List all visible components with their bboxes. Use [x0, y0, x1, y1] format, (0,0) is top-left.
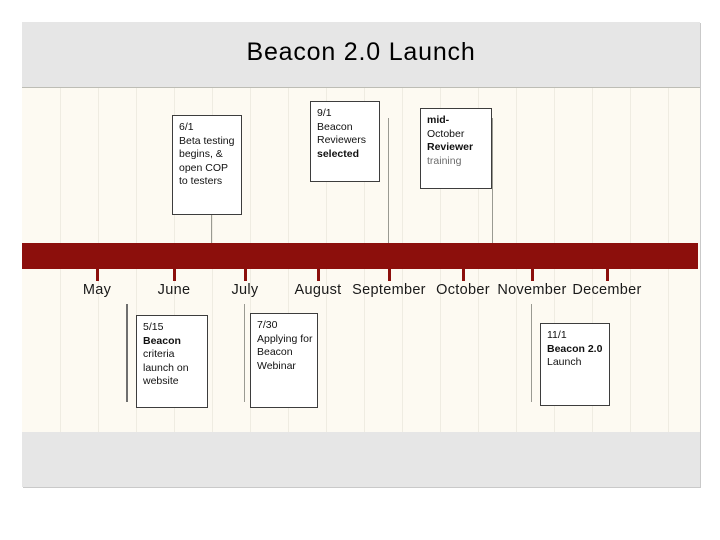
- month-label-september: September: [352, 282, 426, 298]
- callout-date: mid-: [427, 114, 450, 126]
- callout-line: Reviewer: [427, 141, 474, 154]
- callout-line: website: [143, 375, 179, 388]
- callout-line: Beacon: [317, 120, 353, 133]
- month-tick: [244, 269, 247, 281]
- month-tick: [317, 269, 320, 281]
- callout-date: 5/15: [143, 321, 164, 333]
- callout-line: Launch: [547, 356, 582, 369]
- month-tick: [462, 269, 465, 281]
- callout-line: open COP: [179, 161, 229, 174]
- callout-line: criteria: [143, 348, 175, 361]
- callout-date: 11/1: [547, 329, 567, 341]
- month-tick: [531, 269, 534, 281]
- month-label-june: June: [157, 282, 191, 298]
- callout-line: Beacon: [143, 334, 181, 347]
- month-label-october: October: [436, 282, 490, 298]
- callout-criteria-launch[interactable]: 5/15 Beacon criteria launch on website: [136, 315, 208, 408]
- connector-line-reviewers-selected: [388, 118, 389, 243]
- callout-line: Reviewers: [317, 134, 367, 147]
- month-tick: [388, 269, 391, 281]
- connector-line-applying-webinar: [244, 304, 245, 402]
- callout-line: Beacon: [257, 346, 293, 359]
- month-label-august: August: [294, 282, 342, 298]
- callout-line: October: [427, 127, 465, 140]
- timeline-chart: 6/1 Beta testing begins, & open COP to t…: [22, 87, 700, 432]
- callout-date: 7/30: [257, 319, 278, 331]
- month-label-december: December: [572, 282, 642, 298]
- connector-line-beacon-launch: [531, 304, 532, 402]
- month-tick: [173, 269, 176, 281]
- callout-reviewers-selected[interactable]: 9/1 Beacon Reviewers selected: [310, 101, 380, 182]
- month-label-may: May: [82, 282, 112, 298]
- callout-date: 9/1: [317, 107, 332, 119]
- callout-line: Beta testing: [179, 134, 235, 147]
- callout-line: training: [427, 154, 462, 167]
- connector-line-reviewer-training: [492, 118, 493, 243]
- timeline-band: [22, 243, 698, 269]
- connector-line-criteria-launch: [126, 304, 128, 402]
- callout-line: Webinar: [257, 359, 296, 372]
- month-tick: [96, 269, 99, 281]
- page-title: Beacon 2.0 Launch: [246, 38, 476, 66]
- month-tick: [606, 269, 609, 281]
- callout-line: selected: [317, 147, 360, 160]
- callout-beta-testing[interactable]: 6/1 Beta testing begins, & open COP to t…: [172, 115, 242, 215]
- callout-beacon-launch[interactable]: 11/1 Beacon 2.0 Launch: [540, 323, 610, 406]
- callout-line: launch on: [143, 361, 189, 374]
- month-label-november: November: [497, 282, 567, 298]
- callout-reviewer-training[interactable]: mid- October Reviewer training: [420, 108, 492, 189]
- callout-line: Beacon 2.0: [547, 342, 603, 355]
- callout-line: Applying for: [257, 332, 313, 345]
- month-label-july: July: [231, 282, 259, 298]
- callout-line: begins, &: [179, 148, 223, 161]
- callout-line: to testers: [179, 175, 223, 188]
- callout-date: 6/1: [179, 121, 194, 133]
- callout-applying-webinar[interactable]: 7/30 Applying for Beacon Webinar: [250, 313, 318, 408]
